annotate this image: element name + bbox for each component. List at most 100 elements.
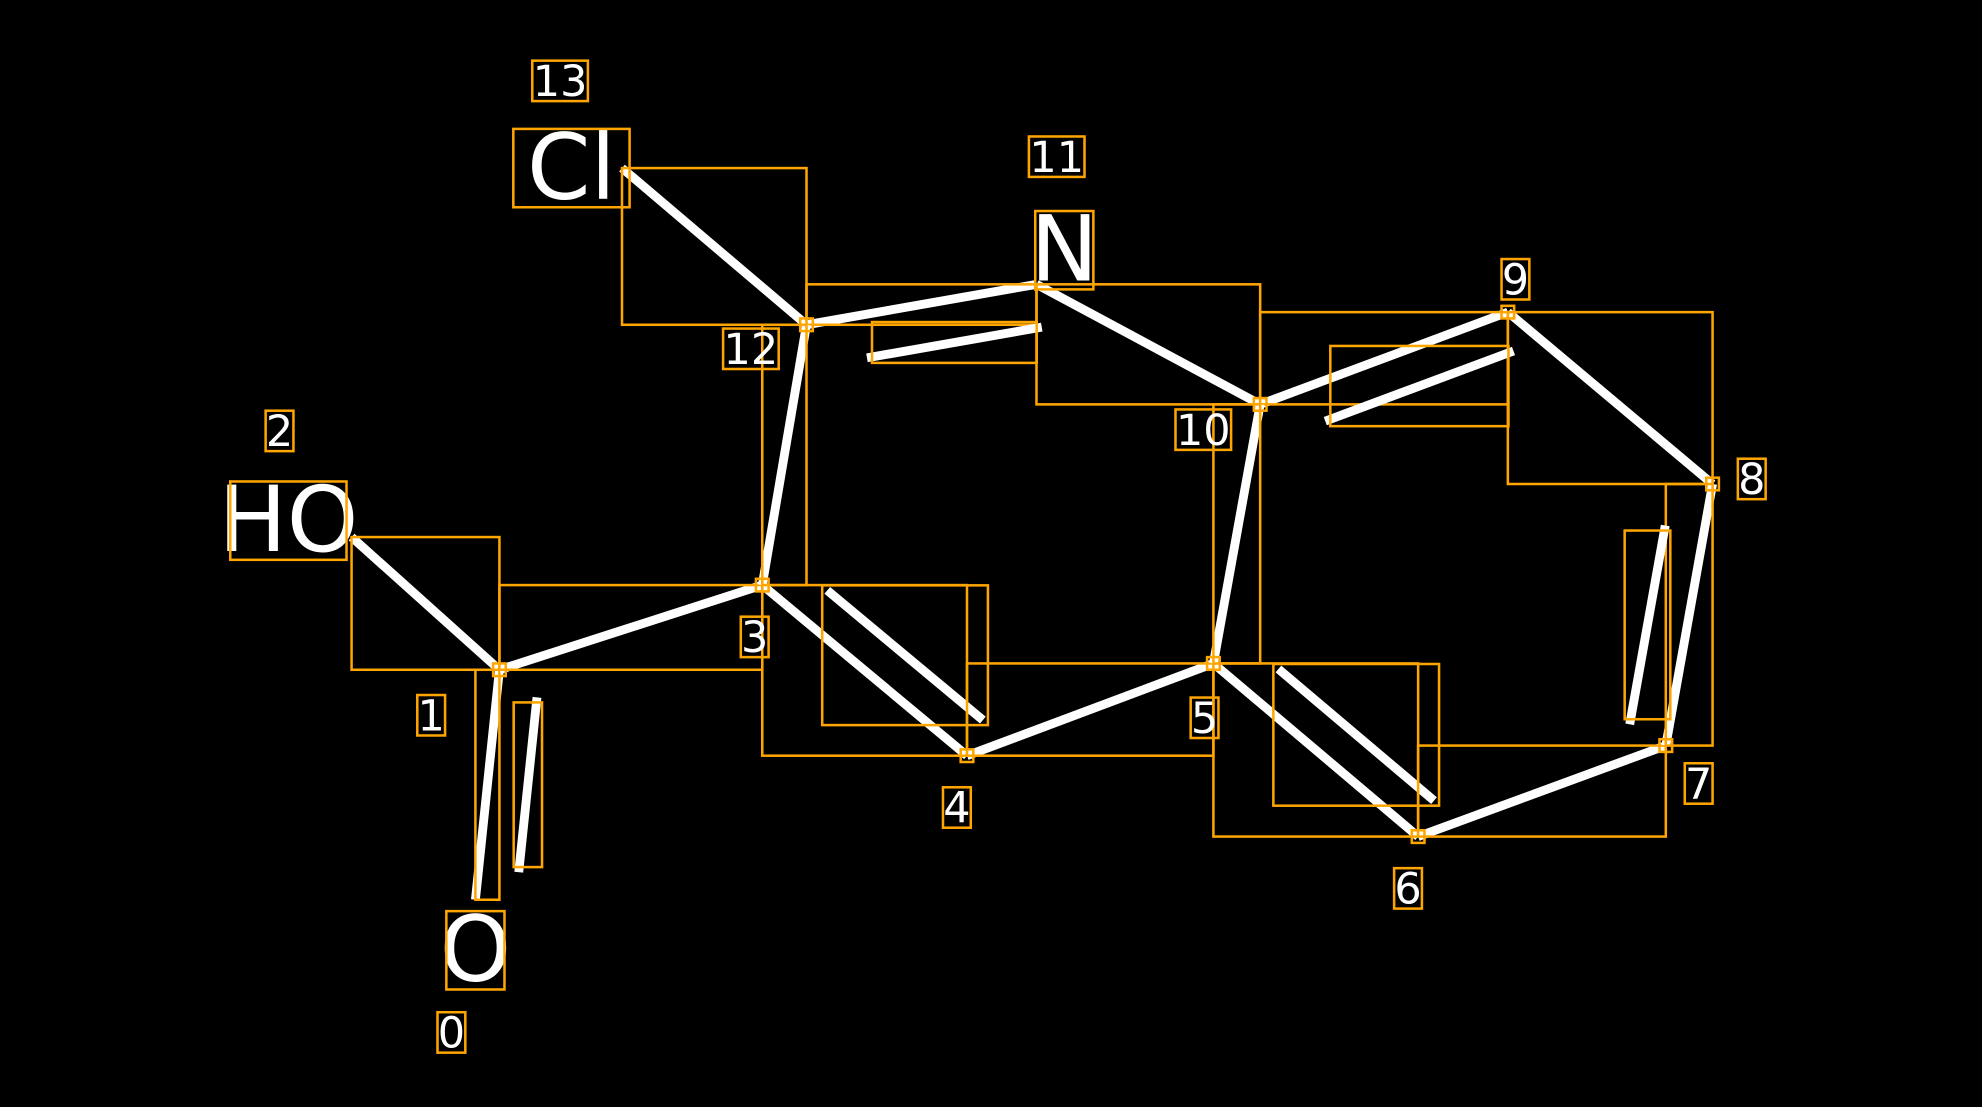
- atom-3: 3: [739, 577, 770, 663]
- double-bond-bounding-box: [820, 584, 990, 727]
- atom-index-label: 3: [741, 613, 768, 663]
- bond-bounding-box: [1416, 744, 1668, 838]
- atom-index-label: 0: [438, 1009, 465, 1059]
- double-bond-line: [824, 587, 986, 724]
- bond-11-12: [805, 279, 1043, 365]
- atom-label: N: [1030, 198, 1098, 303]
- bond-line: [498, 580, 764, 674]
- bond-4-5: [965, 659, 1215, 760]
- atom-label: HO: [218, 468, 358, 573]
- atom-index-box: [1189, 696, 1220, 740]
- atom-index-label: 8: [1738, 455, 1765, 505]
- double-bond-line: [1275, 665, 1437, 805]
- bond-10-5: [1209, 403, 1265, 665]
- atom-1: 1: [416, 662, 508, 741]
- atom-index-label: 10: [1176, 406, 1231, 456]
- bond-line: [1034, 280, 1263, 409]
- double-bond-bounding-box: [512, 701, 544, 869]
- bond-line: [1258, 307, 1510, 409]
- atom-index-box: [1174, 408, 1233, 452]
- bond-9-10: [1258, 307, 1516, 428]
- atom-index-box: [264, 409, 295, 453]
- atom-10: 10: [1174, 396, 1268, 456]
- atom-index-label: 11: [1029, 133, 1084, 183]
- atom-5: 5: [1189, 655, 1221, 744]
- atom-index-label: 9: [1502, 255, 1529, 305]
- bond-bounding-box: [761, 323, 808, 587]
- atom-index-box: [721, 327, 780, 371]
- bond-1-2: [348, 533, 503, 674]
- atom-point-box: [491, 662, 508, 678]
- atom-point-box: [1252, 396, 1268, 412]
- atom-index-label: 4: [943, 784, 970, 834]
- bond-line: [1505, 308, 1716, 488]
- atom-12: 12: [721, 317, 815, 375]
- bond-line: [965, 659, 1215, 760]
- bond-line: [471, 669, 504, 901]
- atom-11: N 11: [1027, 133, 1098, 303]
- bond-line: [1661, 483, 1717, 747]
- bond-12-3: [757, 323, 811, 587]
- bond-line: [619, 164, 810, 329]
- bond-line: [757, 324, 811, 586]
- atom-point-box: [1410, 828, 1426, 845]
- atom-point-box: [754, 577, 770, 593]
- atom-index-box: [416, 693, 447, 737]
- atom-label-box: [445, 909, 506, 991]
- bond-bounding-box: [1212, 403, 1262, 665]
- atom-0: O0: [436, 898, 511, 1059]
- bond-line: [759, 581, 970, 760]
- atom-label: Cl: [527, 115, 616, 220]
- bond-line: [1209, 403, 1265, 665]
- atom-7: 7: [1658, 738, 1714, 810]
- atom-point-box: [959, 748, 975, 764]
- atom-index-label: 1: [418, 691, 445, 741]
- bond-bounding-box: [620, 166, 808, 327]
- bond-line: [1416, 741, 1668, 841]
- bond-0-1: [471, 668, 544, 902]
- bond-3-4: [759, 581, 990, 760]
- atom-point-box: [798, 317, 815, 333]
- atom-9: 9: [1500, 255, 1531, 320]
- bond-line: [1210, 660, 1421, 840]
- bond-6-7: [1416, 741, 1668, 841]
- double-bond-line: [1323, 346, 1516, 426]
- atom-index-box: [1500, 257, 1531, 301]
- double-bond-bounding-box: [1623, 529, 1672, 721]
- bond-1-3: [498, 580, 764, 674]
- atom-label-box: [228, 480, 348, 562]
- bond-line: [348, 533, 503, 674]
- atom-6: 6: [1392, 828, 1426, 915]
- bond-5-6: [1210, 660, 1441, 840]
- atom-index-label: 13: [533, 57, 588, 107]
- atom-index-label: 5: [1191, 694, 1218, 744]
- atom-8: 8: [1704, 455, 1767, 505]
- atom-point-box: [1704, 476, 1721, 492]
- atom-index-box: [1736, 457, 1767, 501]
- bond-12-13: [619, 164, 810, 329]
- atom-index-label: 12: [724, 325, 779, 375]
- atom-index-box: [1392, 866, 1424, 910]
- atom-4: 4: [941, 748, 975, 834]
- atom-13: Cl 13: [512, 57, 631, 220]
- atom-index-label: 6: [1394, 865, 1421, 915]
- atom-index-box: [436, 1010, 467, 1054]
- double-bond-line: [866, 322, 1043, 363]
- atom-index-box: [1683, 762, 1714, 805]
- bond-8-9: [1505, 308, 1716, 488]
- atom-index-box: [941, 786, 973, 829]
- double-bond-bounding-box: [1272, 662, 1441, 807]
- atom-label-box: [1033, 209, 1095, 291]
- atom-index-box: [531, 59, 590, 103]
- bond-line: [805, 279, 1038, 330]
- atom-2: HO2: [218, 407, 358, 573]
- bonds-layer: [348, 164, 1717, 902]
- atom-label-box: [512, 127, 631, 209]
- atom-index-box: [739, 615, 770, 659]
- bond-7-8: [1623, 482, 1717, 747]
- atom-point-box: [1205, 655, 1221, 672]
- atom-index-label: 7: [1685, 760, 1712, 810]
- atom-index-box: [1027, 135, 1086, 179]
- double-bond-bounding-box: [1329, 344, 1510, 428]
